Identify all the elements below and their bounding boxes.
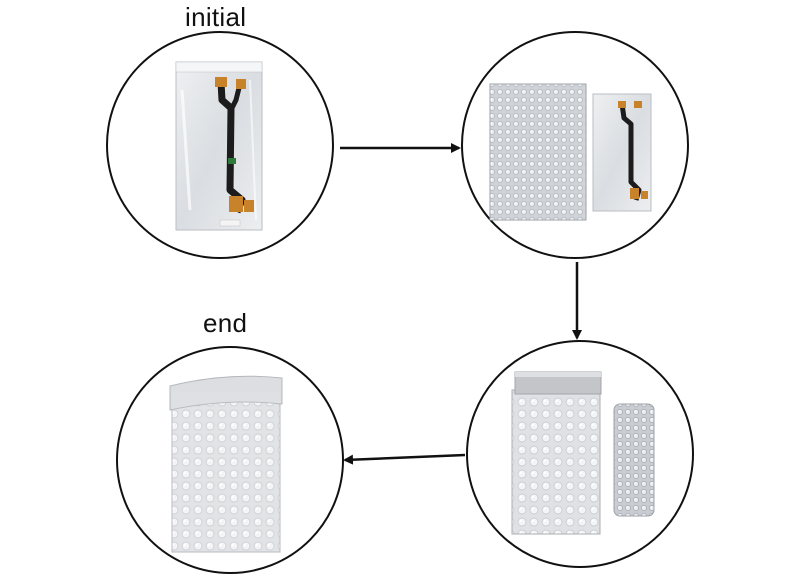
- connector: [215, 77, 227, 87]
- end-label: end: [203, 308, 248, 338]
- step-3: [466, 340, 694, 568]
- connector: [630, 188, 639, 199]
- open-bubble-mailer: [511, 371, 602, 535]
- wrapped-part: [613, 403, 655, 517]
- mailer-flap: [169, 375, 283, 411]
- arrow-left: [343, 453, 466, 465]
- initial-label: initial: [185, 2, 247, 32]
- connector: [229, 196, 243, 212]
- connector: [244, 200, 254, 212]
- sealed-bubble-mailer: [169, 375, 283, 553]
- connector: [634, 101, 642, 108]
- step-4-end: [116, 346, 344, 574]
- flex-cable-bag: [175, 61, 263, 231]
- bubble-mailer: [489, 83, 587, 221]
- connector: [236, 79, 246, 89]
- step-2: [461, 31, 689, 259]
- flex-cable-bag: [592, 93, 652, 212]
- step-1-initial: [106, 31, 334, 259]
- connector: [641, 191, 648, 199]
- connector: [618, 101, 626, 108]
